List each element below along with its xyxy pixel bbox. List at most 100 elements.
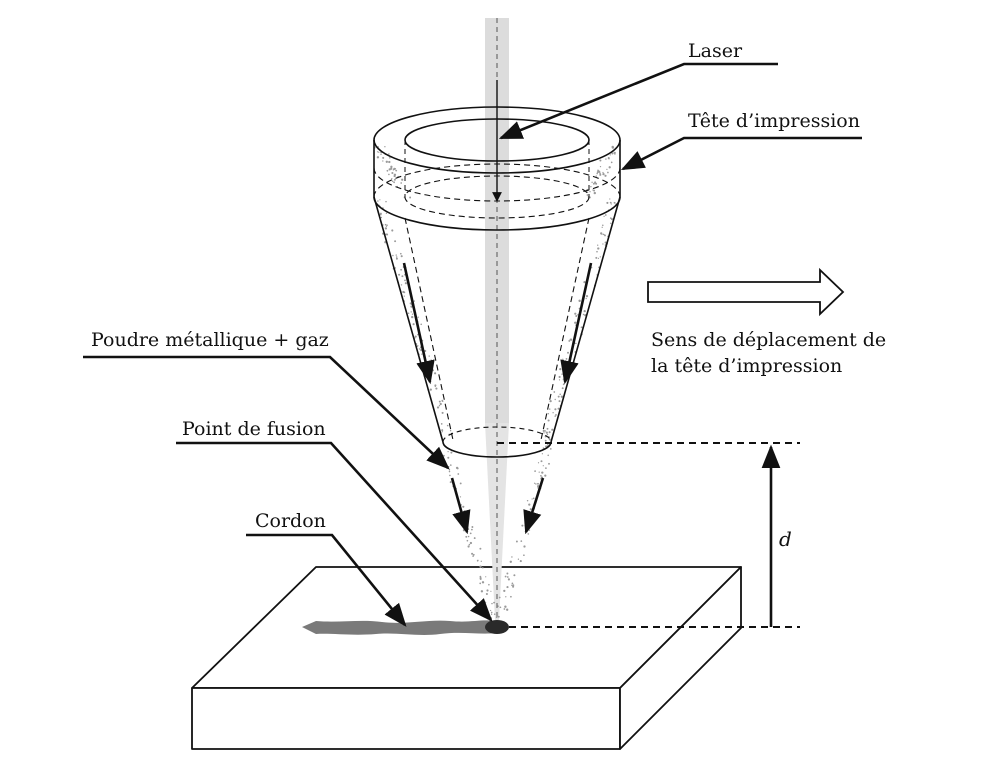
powder-particle: [379, 213, 382, 216]
powder-particle: [557, 395, 560, 398]
powder-particle: [599, 165, 602, 168]
powder-particle: [506, 576, 509, 578]
powder-particle: [385, 212, 388, 214]
powder-particle: [549, 399, 552, 403]
powder-particle: [534, 470, 536, 472]
powder-particle: [493, 601, 496, 604]
direction-label-line2: la tête d’impression: [651, 355, 842, 377]
powder-particle: [462, 529, 466, 532]
powder-particle: [609, 222, 612, 225]
powder-particle: [376, 151, 379, 153]
powder-particle: [385, 200, 387, 203]
powder-particle: [376, 156, 380, 159]
powder-particle: [602, 243, 604, 245]
powder-particle: [380, 153, 382, 156]
powder-particle: [541, 471, 544, 474]
powder-particle: [613, 151, 616, 155]
powder-particle: [391, 229, 394, 232]
powder-particle: [455, 466, 459, 470]
powder-particle: [538, 471, 540, 473]
powder-particle: [548, 462, 550, 465]
powder-particle: [593, 189, 596, 192]
powder-particle: [434, 385, 436, 388]
powder-particle: [409, 302, 412, 305]
powder-particle: [449, 481, 452, 484]
powder-particle: [466, 539, 469, 542]
powder-particle: [441, 429, 444, 432]
powder-particle: [429, 366, 432, 370]
powder-particle: [479, 565, 482, 568]
powder-particle: [447, 450, 449, 453]
powder-particle: [393, 173, 397, 176]
powder-particle: [511, 582, 514, 585]
powder-particle: [597, 247, 600, 250]
powder-particle: [523, 554, 525, 557]
powder-particle: [542, 429, 545, 433]
powder-particle: [400, 284, 403, 286]
powder-particle: [595, 175, 597, 177]
powder-particle: [568, 339, 571, 342]
powder-particle: [542, 465, 544, 467]
powder-particle: [428, 355, 430, 357]
powder-particle: [432, 369, 434, 372]
powder-particle: [498, 596, 501, 599]
powder-particle: [603, 234, 606, 236]
powder-particle: [449, 429, 452, 432]
powder-particle: [490, 611, 493, 614]
powder-particle: [396, 256, 398, 258]
powder-particle: [525, 512, 528, 515]
powder-particle: [532, 497, 535, 500]
powder-particle: [400, 268, 402, 271]
powder-particle: [547, 443, 549, 446]
bead-shape: [302, 620, 496, 635]
powder-particle: [441, 411, 444, 414]
powder-particle: [575, 314, 578, 318]
laser-beam-focus: [485, 423, 509, 620]
powder-particle: [558, 379, 561, 381]
powder-particle: [485, 592, 488, 596]
powder-particle: [574, 312, 577, 315]
powder-particle: [467, 535, 470, 538]
powder-particle: [565, 358, 568, 360]
powder-particle: [558, 400, 561, 403]
powder-particle: [602, 224, 604, 227]
powder-particle: [428, 364, 430, 367]
powder-particle: [410, 311, 412, 313]
powder-flow-arrows: [402, 262, 593, 535]
powder-particle: [490, 590, 492, 592]
fusion-point-label: Point de fusion: [182, 418, 326, 440]
powder-particle: [551, 428, 554, 431]
powder-particle: [464, 516, 467, 518]
powder-particle: [414, 335, 417, 338]
powder-particle: [479, 577, 482, 580]
powder-particle: [526, 499, 529, 502]
powder-particle: [404, 279, 406, 282]
powder-particle: [484, 605, 486, 607]
powder-particle: [506, 586, 509, 589]
powder-particle: [395, 254, 397, 256]
powder-particle: [557, 407, 560, 410]
powder-particle: [542, 447, 545, 449]
powder-particle: [417, 316, 419, 318]
powder-particle: [477, 559, 479, 562]
powder-particle: [504, 605, 507, 608]
powder-particle: [392, 254, 394, 257]
powder-particle: [585, 297, 587, 300]
powder-particle: [537, 462, 540, 464]
powder-particle: [609, 154, 611, 156]
powder-particle: [601, 226, 603, 228]
powder-particle: [386, 233, 389, 236]
powder-particle: [561, 358, 564, 361]
powder-particle: [438, 400, 441, 403]
powder-particle: [424, 372, 427, 375]
powder-particle: [412, 323, 415, 326]
powder-particle: [604, 174, 607, 177]
powder-particle: [506, 572, 509, 575]
powder-particle: [402, 290, 405, 294]
powder-particle: [391, 180, 394, 182]
powder-particle: [528, 503, 531, 506]
powder-particle: [491, 602, 493, 605]
powder-particle: [442, 454, 445, 457]
powder-particle: [393, 178, 396, 181]
powder-particle: [609, 217, 612, 219]
